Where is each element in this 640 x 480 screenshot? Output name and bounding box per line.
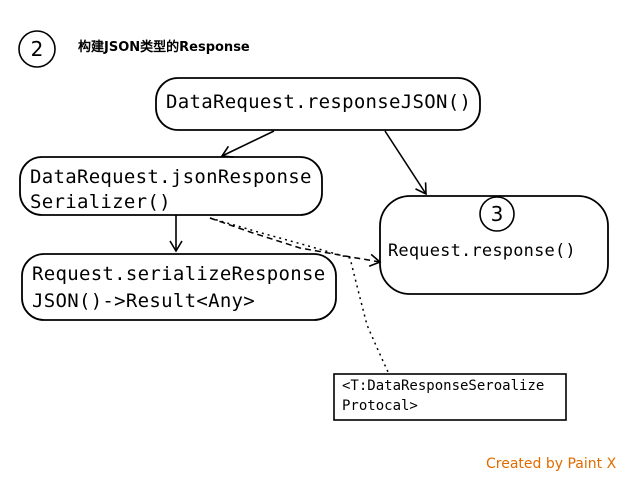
node-serialize-response-box[interactable]	[21, 253, 337, 321]
node-serialize-response-line1: Request.serializeResponse	[32, 263, 326, 285]
node-request-response-box[interactable]	[379, 195, 609, 295]
step-2-number: 2	[30, 37, 44, 61]
dashed-arrow-serializer-to-request-response	[209, 217, 382, 267]
protocol-note-line2: Protocal>	[342, 398, 418, 414]
page-title: 构建JSON类型的Response	[78, 40, 250, 55]
arrow-responsejson-to-request-response	[384, 130, 427, 196]
credit-text: Created by Paint X	[486, 456, 617, 472]
step-3-number: 3	[490, 202, 504, 226]
node-json-serializer-box[interactable]	[19, 156, 323, 216]
node-response-json-label: DataRequest.responseJSON()	[166, 91, 472, 113]
node-json-serializer-line2: Serializer()	[30, 191, 171, 213]
protocol-note-line1: <T:DataResponseSeroalize	[342, 378, 545, 394]
step-2-circle	[18, 30, 56, 68]
node-serialize-response-line2: JSON()->Result<Any>	[32, 290, 256, 312]
arrow-responsejson-to-serializer	[220, 130, 275, 158]
step-3-circle	[479, 196, 515, 232]
dotted-line-serializer-to-note	[209, 217, 389, 373]
protocol-note-box	[333, 373, 567, 421]
node-response-json-box[interactable]	[155, 77, 481, 131]
node-request-response-label: Request.response()	[388, 241, 576, 261]
node-json-serializer-line1: DataRequest.jsonResponse	[30, 166, 312, 188]
